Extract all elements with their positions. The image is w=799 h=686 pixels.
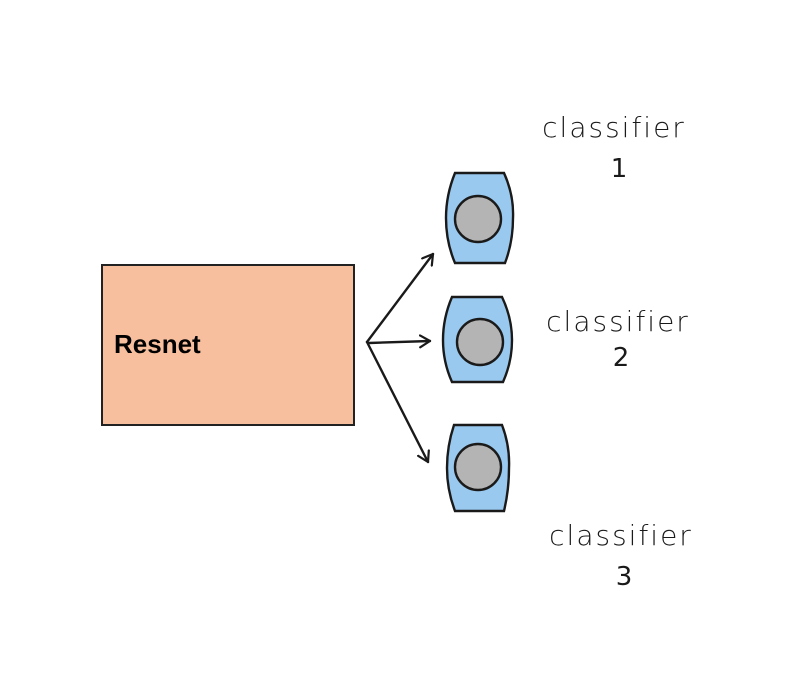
edges bbox=[365, 252, 435, 464]
classifier-2-name: classifier bbox=[546, 305, 690, 338]
classifier-node-2 bbox=[441, 295, 514, 384]
arrow-to-classifier-1 bbox=[365, 252, 435, 344]
classifier-2-neuron bbox=[455, 317, 505, 367]
classifier-label-2: classifier 2 bbox=[546, 305, 690, 373]
classifier-node-3 bbox=[445, 423, 511, 513]
classifier-3-name: classifier bbox=[549, 519, 693, 552]
resnet-label: Resnet bbox=[114, 329, 201, 359]
resnet-block: Resnet bbox=[101, 264, 355, 426]
classifier-2-number: 2 bbox=[613, 343, 630, 373]
classifier-1-name: classifier bbox=[542, 111, 686, 144]
classifier-1-number: 1 bbox=[611, 154, 628, 184]
classifier-3-neuron bbox=[453, 442, 503, 492]
arrow-to-classifier-3 bbox=[365, 340, 428, 464]
resnet-box bbox=[101, 264, 355, 426]
arrow-to-classifier-2 bbox=[367, 341, 432, 343]
classifier-label-3: classifier 3 bbox=[549, 519, 693, 592]
classifier-3-number: 3 bbox=[616, 562, 633, 592]
classifier-label-1: classifier 1 bbox=[542, 111, 686, 184]
classifier-node-1 bbox=[444, 171, 515, 265]
classifier-1-neuron bbox=[453, 194, 503, 244]
